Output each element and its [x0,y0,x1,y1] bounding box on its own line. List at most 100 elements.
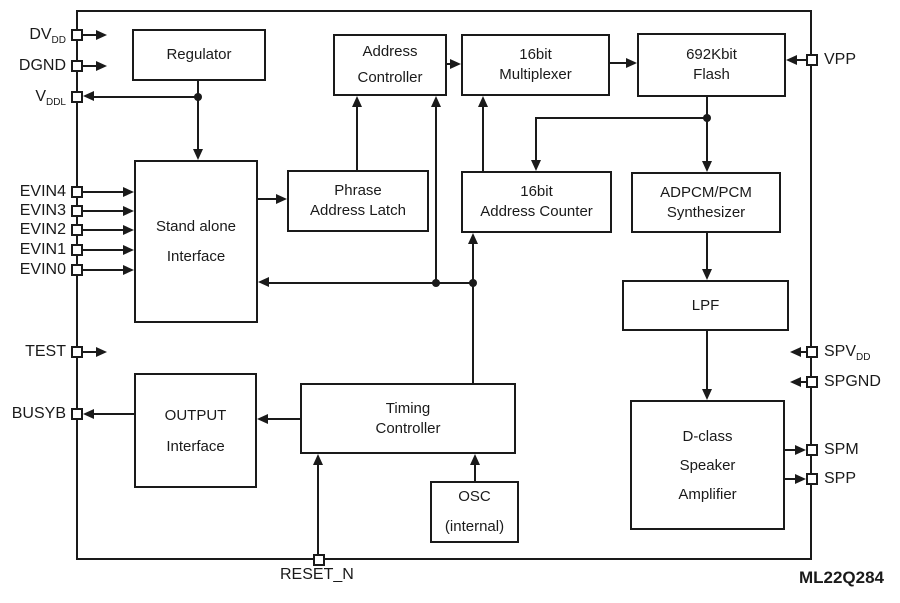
arrow-evin4-in [123,187,134,197]
wire-vpp-to-flash [796,59,806,61]
wire-flash-branch [536,117,707,119]
pin-evin2 [71,224,83,236]
arrow-evin1-in [123,245,134,255]
arrow-into-spp-pin [795,474,806,484]
block-dclass-label-2: Speaker [679,456,736,474]
arrow-into-dclass [702,389,712,400]
block-multiplexer-label-1: 16bit [519,46,552,63]
arrow-reset-into-timing [313,454,323,465]
wire-reset-to-timing [317,464,319,554]
wire-evin0 [83,269,124,271]
wire-spgnd-stub [800,381,806,383]
wire-test-stub [83,351,97,353]
block-synthesizer: ADPCM/PCM Synthesizer [631,172,781,233]
block-address-counter: 16bit Address Counter [461,171,612,233]
pin-label-dvdd: DVDD [29,26,66,47]
pin-spgnd [806,376,818,388]
wire-timing-to-counter [472,244,474,383]
arrow-vpp-into-flash [786,55,797,65]
chip-boundary [76,10,812,560]
junction-vddl [194,93,202,101]
block-timing-label-1: Timing [385,399,431,417]
wire-spvdd-stub [800,351,806,353]
block-address-controller: Address Controller [333,34,447,96]
arrow-into-output-right [257,414,268,424]
wire-evin1 [83,249,124,251]
block-address-controller-label-2: Controller [357,69,423,86]
arrow-dvdd-in [96,30,107,40]
block-timing-controller: Timing Controller [300,383,516,454]
arrow-into-vddl-pin [83,91,94,101]
arrow-osc-into-timing [470,454,480,465]
pin-reset-n [313,554,325,566]
pin-vpp [806,54,818,66]
block-flash-label-2: Flash [693,66,730,83]
arrow-evin2-in [123,225,134,235]
wire-mux-to-flash [610,62,627,64]
wire-timing-to-output [268,418,300,420]
wire-evin2 [83,229,124,231]
arrow-into-mux [450,59,461,69]
arrow-into-spm-pin [795,445,806,455]
wire-dclass-to-spm [785,449,796,451]
wire-evin3 [83,210,124,212]
pin-spm [806,444,818,456]
wire-branch-to-standalone [269,282,473,284]
arrow-latch-into-controller [352,96,362,107]
block-flash-label-1: 692Kbit [686,46,737,63]
arrow-evin0-in [123,265,134,275]
pin-label-dgnd: DGND [18,57,66,74]
wire-dvdd-stub [83,34,97,36]
pin-label-evin0: EVIN0 [19,261,66,278]
block-multiplexer-label-2: Multiplexer [499,66,572,83]
pin-label-spgnd: SPGND [824,373,881,390]
block-osc-label-2: (internal) [444,518,505,535]
arrow-test-in [96,347,107,357]
junction-timing-bus [469,279,477,287]
arrow-timing-into-counter [468,233,478,244]
wire-counter-to-mux [482,107,484,171]
pin-label-busyb: BUSYB [11,405,66,422]
wire-latch-to-controller [356,105,358,170]
pin-dgnd [71,60,83,72]
wire-flash-to-synth [706,97,708,162]
wire-controller-to-mux [447,63,452,65]
pin-label-evin4: EVIN4 [19,183,66,200]
pin-evin4 [71,186,83,198]
block-multiplexer: 16bit Multiplexer [461,34,610,96]
block-lpf-label: LPF [691,296,720,314]
block-osc-label-1: OSC [458,488,491,505]
block-output-label-1: OUTPUT [164,406,227,424]
arrow-into-lpf [702,269,712,280]
pin-label-spvdd: SPVDD [824,343,871,364]
pin-label-test: TEST [25,343,66,360]
pin-evin3 [71,205,83,217]
arrow-counter-into-mux [478,96,488,107]
wire-evin4 [83,191,124,193]
block-synthesizer-label-2: Synthesizer [666,203,746,221]
arrow-into-busyb-pin [83,409,94,419]
pin-vddl [71,91,83,103]
block-dclass-label-3: Amplifier [678,485,737,503]
block-phrase-latch-label-1: Phrase [334,182,382,199]
arrow-branch-into-controller [431,96,441,107]
pin-spp [806,473,818,485]
block-output-interface: OUTPUT Interface [134,373,257,488]
block-standalone-label-1: Stand alone [155,217,237,235]
block-osc: OSC (internal) [430,481,519,543]
arrow-spgnd-in [790,377,801,387]
junction-controller-bus [432,279,440,287]
pin-busyb [71,408,83,420]
pin-label-vpp: VPP [824,51,857,68]
pin-test [71,346,83,358]
pin-label-vddl: VDDL [35,88,66,109]
pin-spvdd [806,346,818,358]
pin-label-spp: SPP [824,470,857,487]
arrow-evin3-in [123,206,134,216]
arrow-dgnd-in [96,61,107,71]
block-timing-label-2: Controller [375,419,441,437]
block-flash: 692Kbit Flash [637,33,786,97]
block-standalone-interface: Stand alone Interface [134,160,258,323]
block-standalone-label-2: Interface [166,247,226,265]
